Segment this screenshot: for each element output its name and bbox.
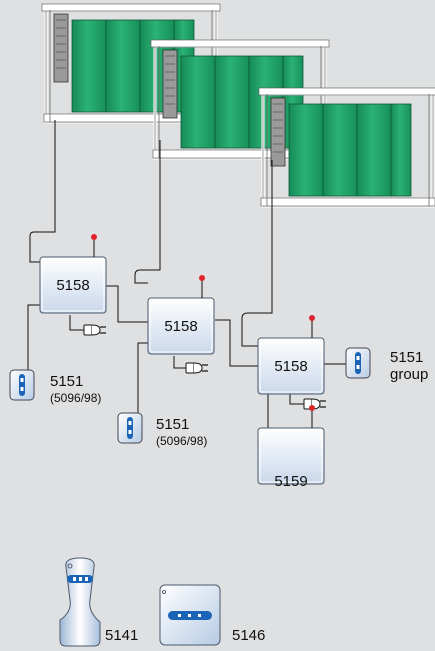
- svg-text:(5096/98): (5096/98): [50, 391, 101, 405]
- receiver-box: 5158: [257, 314, 325, 395]
- svg-text:5151: 5151: [156, 416, 189, 433]
- wall-switch: 5151 group: [345, 347, 428, 383]
- svg-text:5151: 5151: [50, 373, 83, 390]
- svg-text:group: group: [390, 366, 428, 383]
- power-plug-icon: [83, 324, 107, 336]
- svg-text:5141: 5141: [105, 627, 138, 644]
- svg-text:5158: 5158: [56, 277, 89, 294]
- awning-unit: [257, 86, 435, 208]
- svg-text:5159: 5159: [274, 473, 307, 490]
- svg-text:5158: 5158: [164, 318, 197, 335]
- wall-transmitter: 5146: [159, 584, 265, 646]
- svg-text:5151: 5151: [390, 349, 423, 366]
- svg-text:5158: 5158: [274, 358, 307, 375]
- receiver-box: 5158: [147, 274, 215, 355]
- power-plug-icon: [185, 362, 209, 374]
- wiring: [27, 120, 346, 441]
- svg-text:5146: 5146: [232, 627, 265, 644]
- svg-text:(5096/98): (5096/98): [156, 434, 207, 448]
- wall-switch: 5151 (5096/98): [9, 369, 101, 405]
- power-plug-icon: [303, 398, 327, 410]
- wall-switch: 5151 (5096/98): [117, 412, 207, 448]
- handheld-remote: 5141: [59, 557, 138, 647]
- receiver-box: 5158: [39, 233, 107, 314]
- receiver-box: 5159: [257, 404, 325, 490]
